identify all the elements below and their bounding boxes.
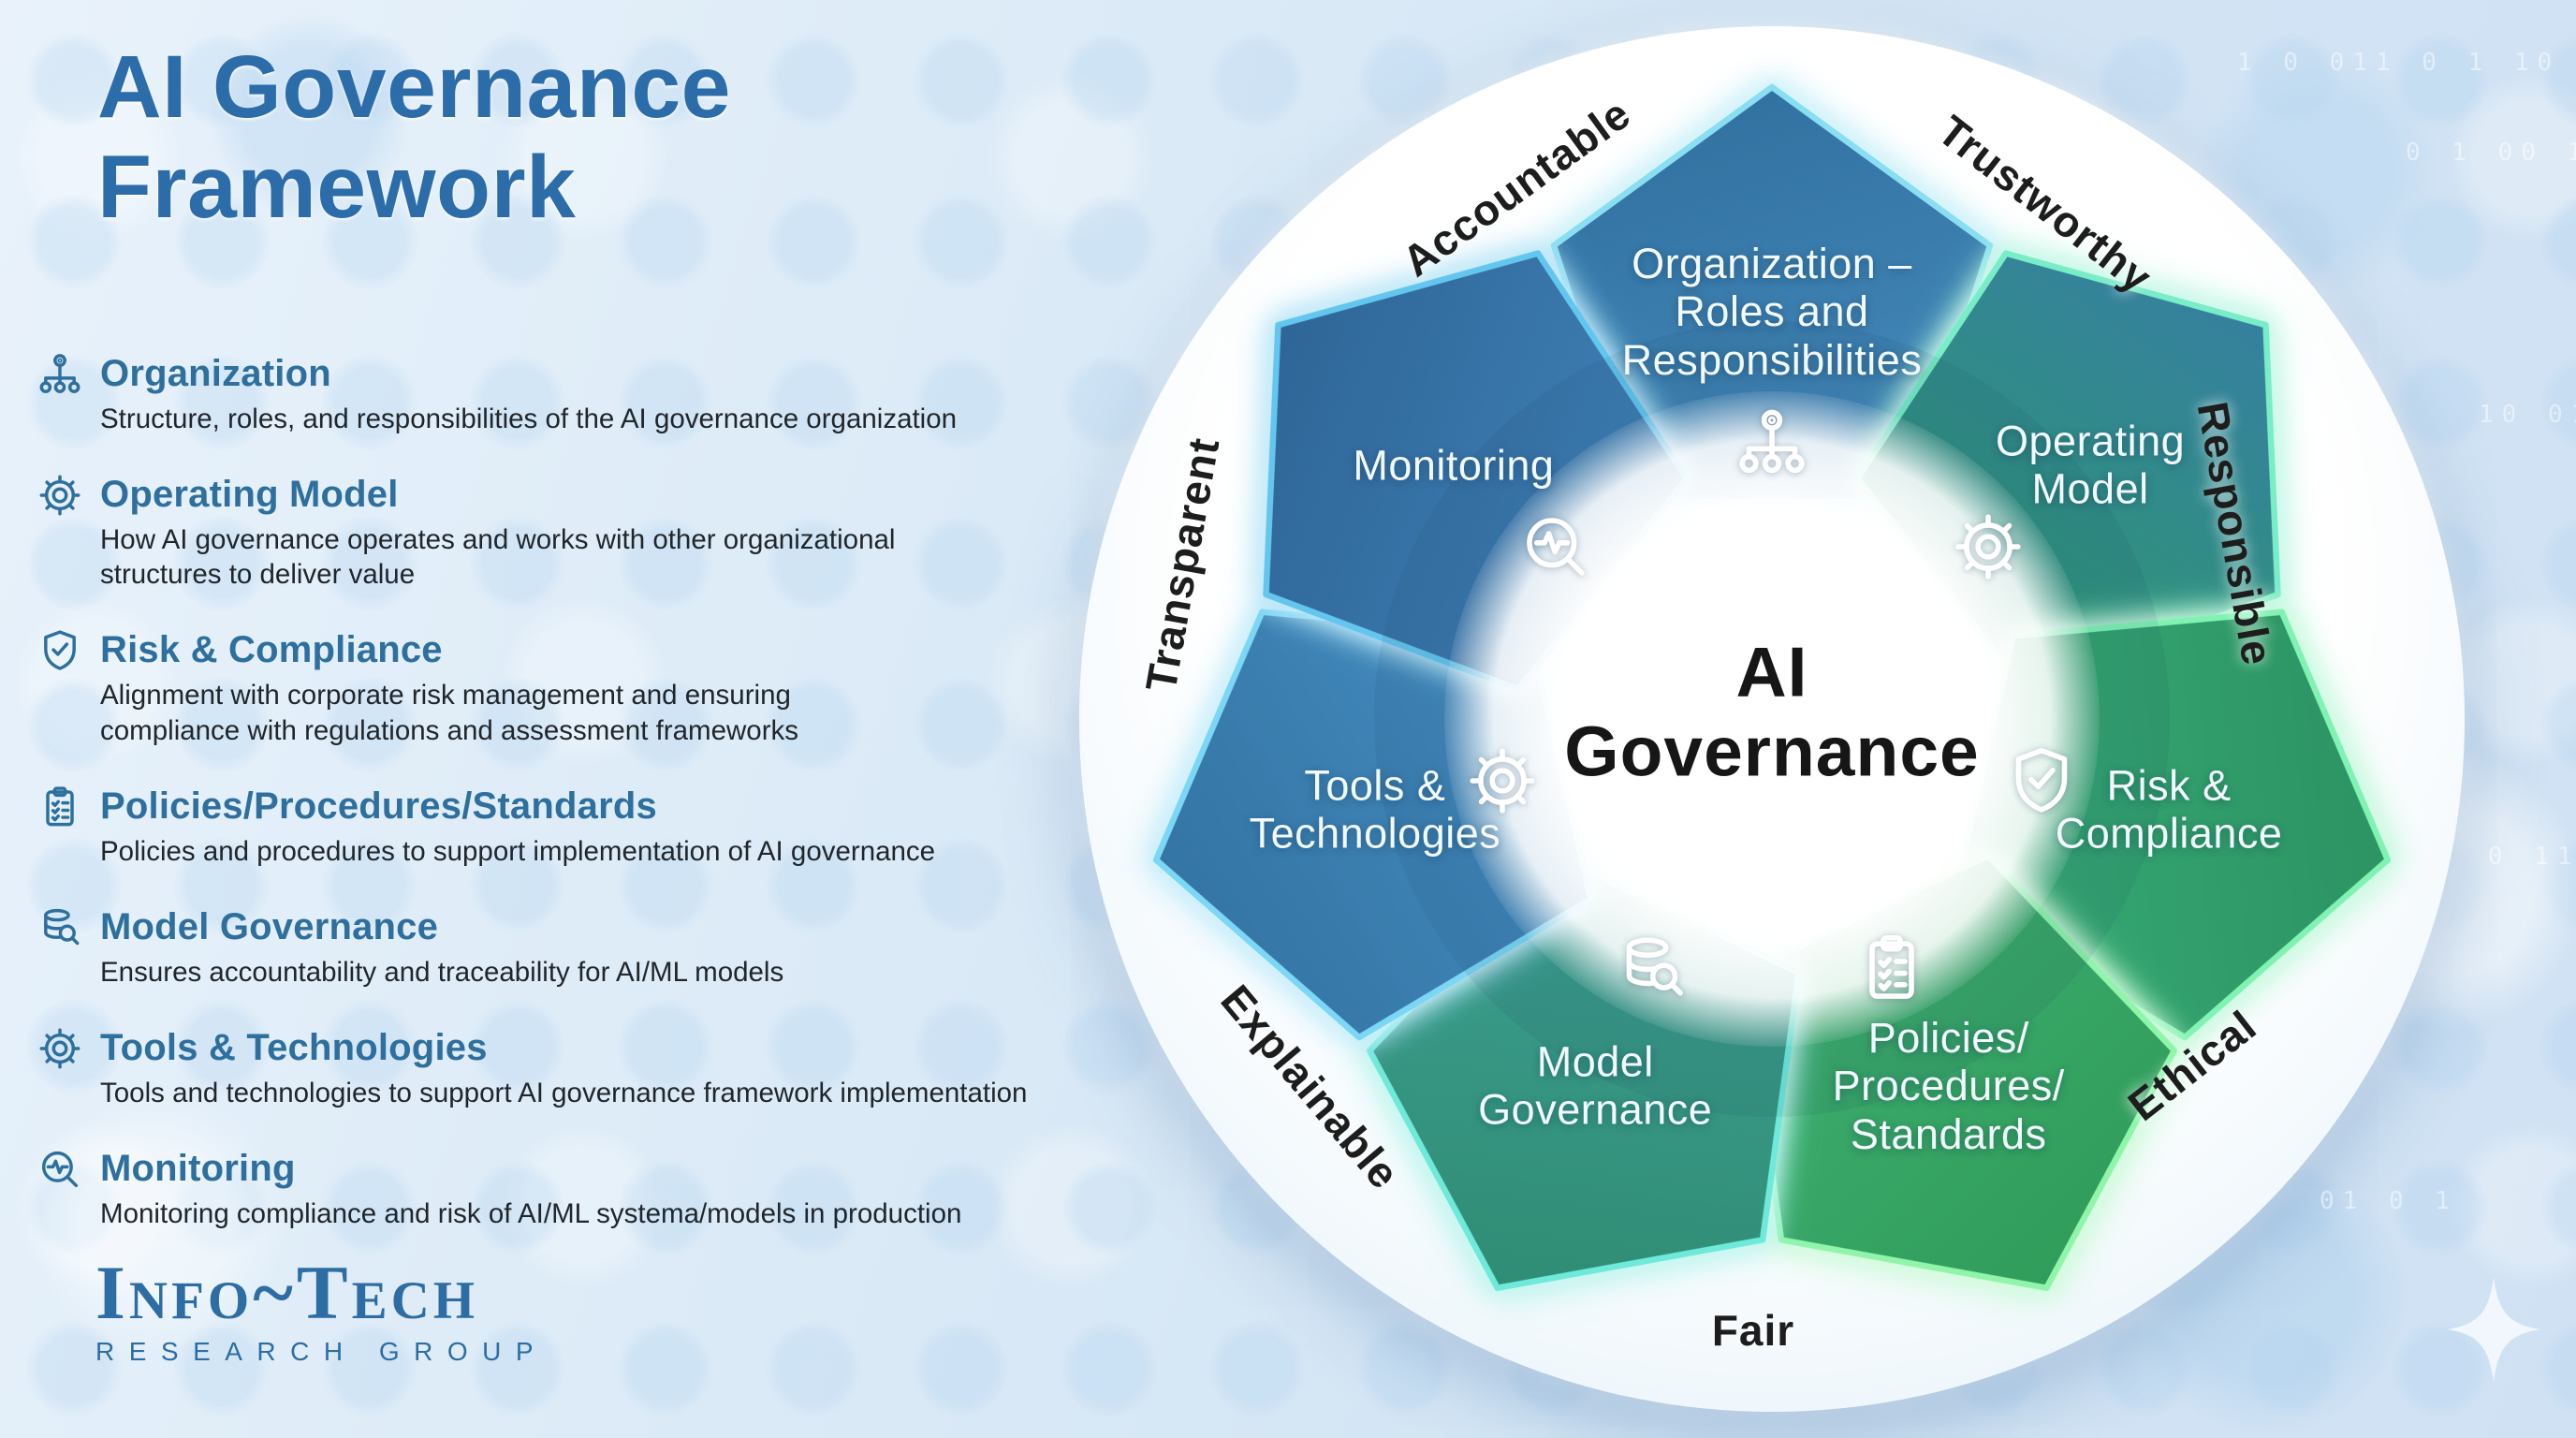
wheel-segment-label: Policies/ Procedures/ Standards: [1832, 1013, 2065, 1158]
legend-item-description: Monitoring compliance and risk of AI/ML …: [100, 1198, 962, 1230]
legend-item: Tools & Technologies Tools and technolog…: [36, 1027, 1112, 1110]
gear-icon: [36, 1024, 84, 1073]
wheel-segment-label: Monitoring: [1353, 441, 1555, 490]
page-title: AI Governance Framework: [97, 37, 732, 238]
legend-item-title: Tools & Technologies: [100, 1027, 488, 1069]
legend-item-description: Alignment with corporate risk management…: [100, 680, 799, 746]
legend-item: Organization Structure, roles, and respo…: [36, 353, 1112, 436]
wheel-segment-label: Operating Model: [1996, 417, 2186, 513]
legend-item-text: Model Governance Ensures accountability …: [100, 906, 783, 990]
legend-item: Monitoring Monitoring compliance and ris…: [36, 1148, 1112, 1231]
binary-texture: 0 110: [2488, 843, 2576, 871]
binary-texture: 10 01: [2479, 401, 2576, 429]
gear-icon: [1949, 507, 2027, 586]
legend-item-text: Policies/Procedures/Standards Policies a…: [100, 785, 935, 869]
ring-principle-label: Fair: [1711, 1306, 1795, 1355]
binary-texture: 0 1 00 1: [2406, 139, 2576, 167]
legend-item-title: Policies/Procedures/Standards: [100, 785, 657, 827]
clipboard-icon: [1852, 929, 1931, 1007]
wheel-center-label: AI Governance: [1564, 632, 1980, 790]
framework-legend: Organization Structure, roles, and respo…: [36, 353, 1112, 1269]
wheel-segment-label: Organization – Roles and Responsibilitie…: [1621, 240, 1923, 384]
logo-wordmark: Info~Tech: [95, 1250, 479, 1335]
legend-item-title: Operating Model: [100, 474, 399, 516]
legend-item-description: Ensures accountability and traceability …: [100, 956, 784, 988]
infotech-logo: Info~Tech RESEARCH GROUP: [95, 1255, 548, 1367]
legend-item-description: Structure, roles, and responsibilities o…: [100, 404, 958, 434]
legend-item-text: Operating Model How AI governance operat…: [100, 474, 895, 592]
legend-item: Operating Model How AI governance operat…: [36, 474, 1112, 592]
org-chart-icon: [1733, 404, 1811, 482]
database-search-icon: [36, 903, 84, 952]
legend-item-title: Model Governance: [100, 905, 439, 947]
legend-item: Model Governance Ensures accountability …: [36, 906, 1112, 990]
legend-item-description: How AI governance operates and works wit…: [100, 524, 896, 591]
magnifier-pulse-icon: [36, 1145, 84, 1194]
legend-item-text: Organization Structure, roles, and respo…: [100, 353, 957, 436]
shield-check-icon: [36, 626, 84, 675]
sparkle-icon: [2447, 1277, 2540, 1382]
legend-item-text: Monitoring Monitoring compliance and ris…: [100, 1148, 961, 1231]
wheel-segment-label: Tools & Technologies: [1249, 761, 1501, 858]
magnifier-pulse-icon: [1516, 507, 1595, 586]
clipboard-icon: [36, 783, 84, 831]
gear-icon: [36, 471, 84, 520]
wheel-center-circle: [1444, 391, 2100, 1047]
legend-item: Risk & Compliance Alignment with corpora…: [36, 629, 1112, 747]
legend-item-title: Risk & Compliance: [100, 629, 443, 671]
wheel-segment-label: Risk & Compliance: [2055, 761, 2283, 858]
legend-item-description: Policies and procedures to support imple…: [100, 835, 936, 867]
legend-item-title: Organization: [100, 353, 331, 394]
legend-item-description: Tools and technologies to support AI gov…: [100, 1078, 1028, 1109]
legend-item-text: Risk & Compliance Alignment with corpora…: [100, 629, 798, 747]
legend-item-title: Monitoring: [100, 1148, 296, 1190]
database-search-icon: [1613, 929, 1691, 1007]
legend-item-text: Tools & Technologies Tools and technolog…: [100, 1027, 1027, 1110]
logo-subtitle: RESEARCH GROUP: [95, 1337, 549, 1366]
wheel-segment-label: Model Governance: [1478, 1037, 1713, 1134]
legend-item: Policies/Procedures/Standards Policies a…: [36, 785, 1112, 869]
org-chart-icon: [36, 350, 84, 399]
binary-texture: 01 0 1: [2320, 1187, 2458, 1215]
binary-texture: 1 0 011 0 1 10: [2237, 49, 2561, 77]
